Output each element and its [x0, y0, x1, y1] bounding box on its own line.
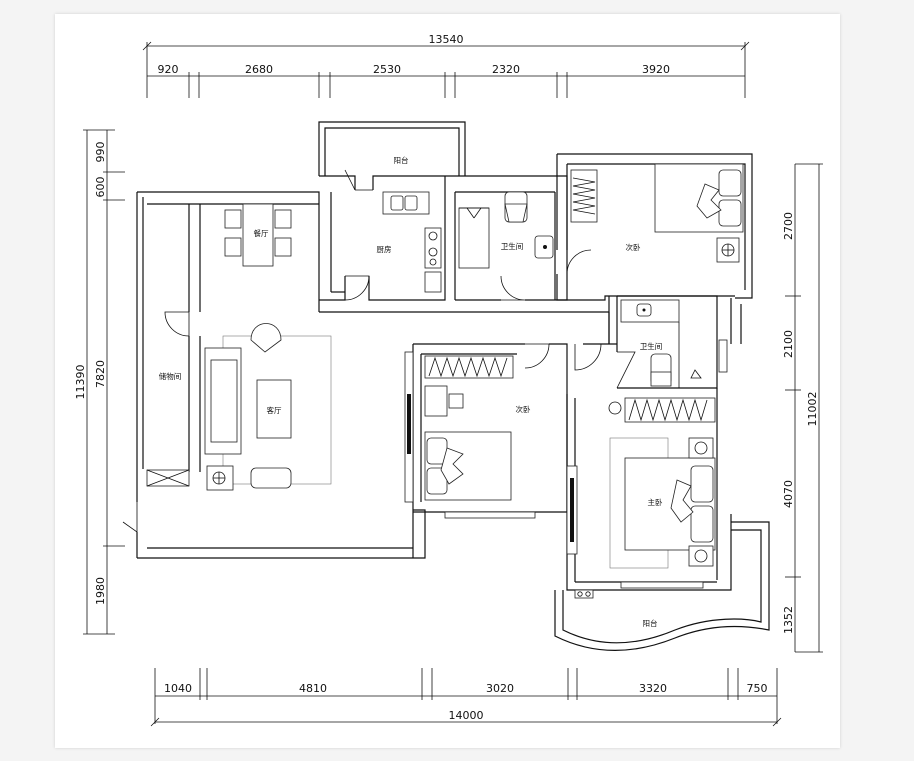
left-dimensions: 11390 990 600 7820 1980 — [74, 129, 125, 635]
room-label-master: 主卧 — [648, 497, 663, 507]
floor-plan-canvas: 13540 920 2680 2530 2320 3920 11390 99 — [55, 14, 840, 748]
bottom-dimension-3: 3020 — [486, 682, 514, 695]
right-overall-dimension: 11002 — [806, 392, 819, 427]
top-dimensions: 13540 920 2680 2530 2320 3920 — [142, 33, 750, 98]
room-label-balcony-top: 阳台 — [394, 155, 409, 165]
top-dimension-5: 3920 — [642, 63, 670, 76]
room-labels: 阳台 厨房 卫生间 次卧 餐厅 储物间 客厅 次卧 卫生间 主卧 阳台 — [159, 155, 663, 628]
right-dimension-3: 4070 — [782, 480, 795, 508]
bottom-dimensions: 1040 4810 3020 3320 750 14000 — [150, 668, 782, 727]
windows — [404, 339, 728, 589]
room-label-storage: 储物间 — [159, 371, 182, 381]
left-dimension-2: 600 — [94, 177, 107, 198]
left-dimension-4: 1980 — [94, 577, 107, 605]
room-label-dining: 餐厅 — [254, 229, 269, 238]
room-label-bathroom-mid: 卫生间 — [640, 341, 663, 351]
right-dimension-1: 2700 — [782, 212, 795, 240]
room-label-kitchen: 厨房 — [377, 244, 392, 254]
room-label-bathroom-top: 卫生间 — [501, 241, 524, 251]
exterior-walls — [136, 121, 770, 652]
right-dimension-2: 2100 — [782, 330, 795, 358]
bottom-dimension-4: 3320 — [639, 682, 667, 695]
bottom-overall-dimension: 14000 — [449, 709, 484, 722]
room-label-bedroom-top: 次卧 — [626, 242, 641, 252]
doors — [122, 169, 636, 533]
bottom-dimension-1: 1040 — [164, 682, 192, 695]
right-dimensions: 11002 2700 2100 4070 1352 — [782, 163, 823, 653]
left-dimension-3: 7820 — [94, 360, 107, 388]
left-overall-dimension: 11390 — [74, 365, 87, 400]
bottom-dimension-2: 4810 — [299, 682, 327, 695]
room-label-bedroom-mid: 次卧 — [516, 404, 531, 414]
right-dimension-4: 1352 — [782, 606, 795, 634]
room-label-balcony-bottom: 阳台 — [643, 618, 658, 628]
top-dimension-1: 920 — [158, 63, 179, 76]
furniture — [146, 163, 744, 599]
top-dimension-3: 2530 — [373, 63, 401, 76]
left-dimension-1: 990 — [94, 142, 107, 163]
top-dimension-4: 2320 — [492, 63, 520, 76]
bottom-dimension-5: 750 — [747, 682, 768, 695]
room-label-living: 客厅 — [267, 405, 282, 415]
top-overall-dimension: 13540 — [429, 33, 464, 46]
floor-plan-drawing: 13540 920 2680 2530 2320 3920 11390 99 — [74, 33, 823, 727]
top-dimension-2: 2680 — [245, 63, 273, 76]
